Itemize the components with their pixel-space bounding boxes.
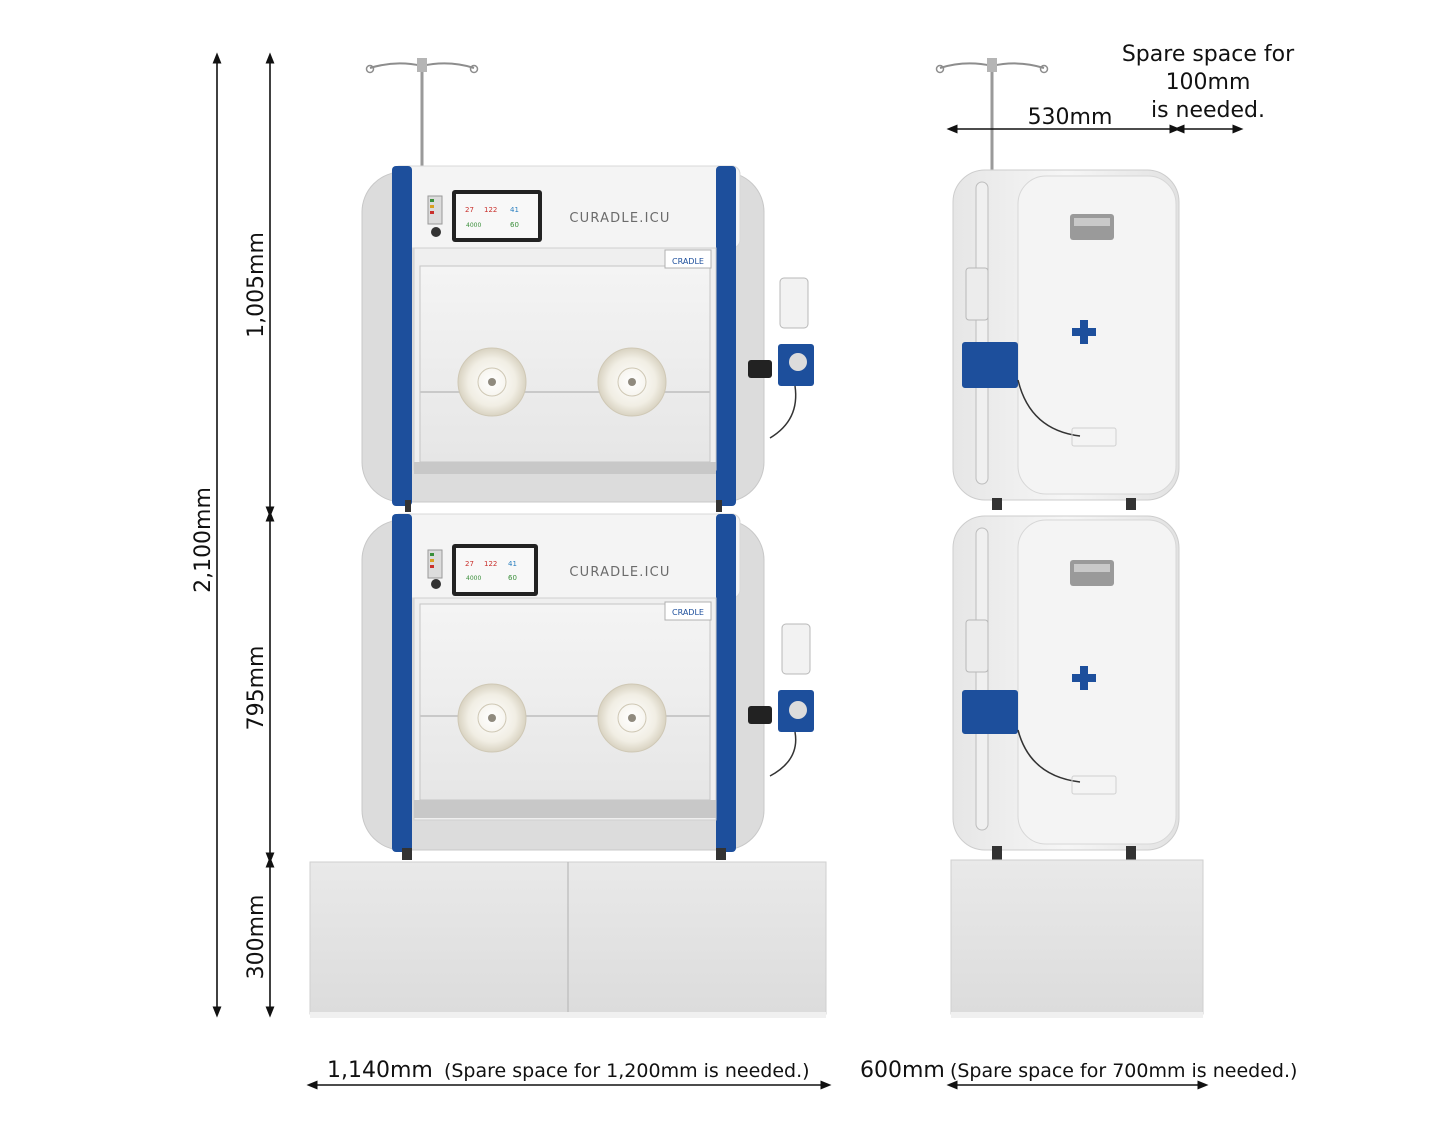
lower-unit-height-label: 795mm xyxy=(244,646,269,731)
front-view: 27 122 41 4000 60 CURADLE.ICU CRADLE xyxy=(309,58,827,1018)
svg-text:122: 122 xyxy=(484,206,497,214)
lower-badge-label: CRADLE xyxy=(672,608,704,617)
svg-text:4000: 4000 xyxy=(466,222,481,229)
lower-side-incubator xyxy=(952,515,1180,860)
front-width-note: (Spare space for 1,200mm is needed.) xyxy=(444,1060,810,1082)
svg-text:60: 60 xyxy=(508,574,517,582)
rear-spare-line1: Spare space for xyxy=(1122,42,1295,67)
svg-text:27: 27 xyxy=(465,560,474,568)
height-dimension-lines xyxy=(212,52,275,1018)
total-height-label: 2,100mm xyxy=(191,487,216,593)
svg-text:27: 27 xyxy=(465,206,474,214)
upper-incubator: 27 122 41 4000 60 CURADLE.ICU CRADLE xyxy=(361,165,814,512)
upper-badge-label: CRADLE xyxy=(672,257,704,266)
side-depth-label: 600mm xyxy=(860,1058,945,1083)
front-stand xyxy=(309,861,827,1018)
svg-text:60: 60 xyxy=(510,221,519,229)
iv-pole xyxy=(365,58,479,168)
svg-text:41: 41 xyxy=(508,560,517,568)
upper-brand-label: CURADLE.ICU xyxy=(569,211,670,226)
svg-text:4000: 4000 xyxy=(466,575,481,582)
side-iv-pole xyxy=(935,58,1049,170)
stand-height-label: 300mm xyxy=(244,895,269,980)
rear-spare-line2: 100mm xyxy=(1166,70,1251,95)
rear-offset-label: 530mm xyxy=(1028,105,1113,130)
rear-spare-line3: is needed. xyxy=(1151,98,1265,123)
side-depth-note: (Spare space for 700mm is needed.) xyxy=(950,1060,1297,1082)
svg-text:122: 122 xyxy=(484,560,497,568)
upper-unit-height-label: 1,005mm xyxy=(244,232,269,338)
lower-brand-label: CURADLE.ICU xyxy=(569,565,670,580)
side-view xyxy=(935,58,1204,1018)
side-stand xyxy=(950,859,1204,1018)
upper-side-incubator xyxy=(952,169,1180,510)
svg-text:1,140mm (Spare space for 1: 1,140mm (Spare space for 1,200mm is need… xyxy=(327,1058,810,1083)
front-width-label: 1,140mm xyxy=(327,1058,433,1083)
svg-text:600mm (Spare space for 700: 600mm (Spare space for 700mm is needed.) xyxy=(860,1058,1297,1083)
svg-text:41: 41 xyxy=(510,206,519,214)
lower-incubator: 27 122 41 4000 60 CURADLE.ICU CRADLE xyxy=(361,513,814,860)
